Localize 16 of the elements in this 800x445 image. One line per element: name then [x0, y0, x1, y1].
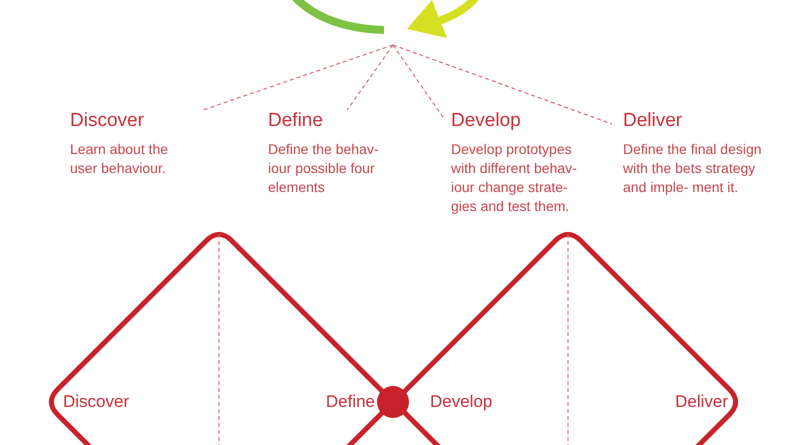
phase-label: Discover	[63, 392, 130, 412]
phase-label: Deliver	[675, 392, 728, 412]
phase-heading: Deliver	[623, 110, 682, 132]
phase-label: Define	[326, 392, 375, 412]
phase-label: Develop	[430, 392, 492, 412]
phase-description: Learn about the user behaviour.	[70, 140, 170, 178]
phase-heading: Discover	[70, 110, 144, 132]
leader-line	[392, 44, 446, 120]
phase-description: Define the final design with the bets strategy and imple- ment it.	[623, 140, 763, 197]
phase-description: Develop prototypes with different behav- iour change strate- gies and test them.	[451, 140, 578, 216]
phase-description: Define the behav- iour possible four elements	[268, 140, 380, 197]
phase-heading: Define	[268, 110, 323, 132]
leader-line	[346, 44, 394, 110]
leader-line	[202, 44, 394, 110]
leader-line	[392, 44, 612, 124]
phase-heading: Develop	[451, 110, 521, 132]
